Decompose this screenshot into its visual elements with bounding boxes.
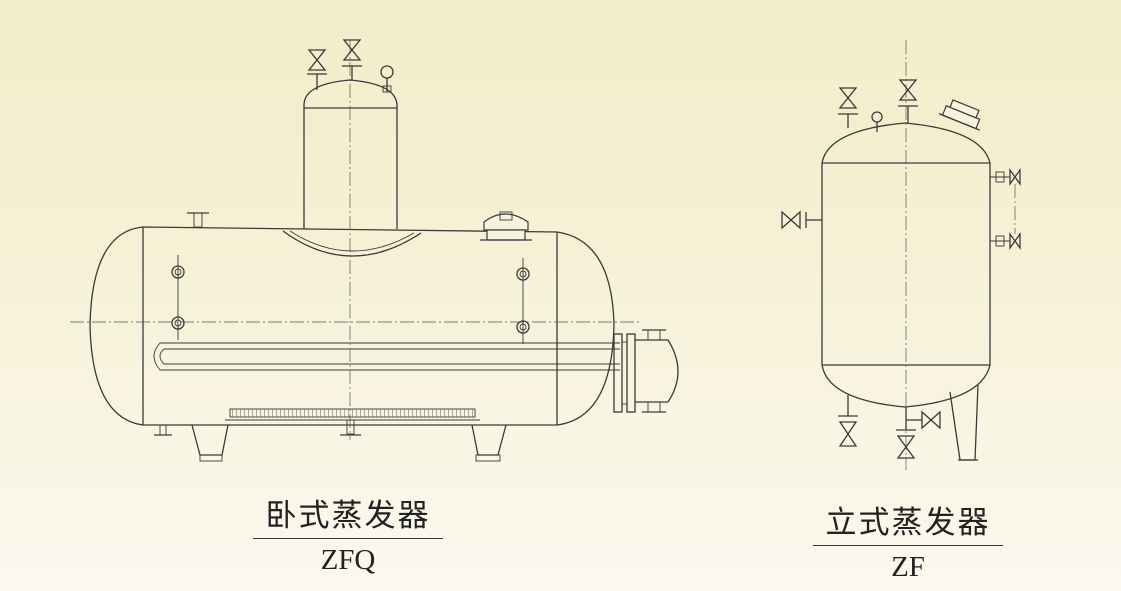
bottom-valve-left bbox=[838, 395, 858, 447]
bottom-nozzle-left bbox=[154, 424, 172, 436]
side-valve-left bbox=[781, 210, 822, 230]
support-leg bbox=[949, 384, 979, 461]
level-gauge bbox=[990, 167, 1021, 251]
vertical-evaporator-drawing bbox=[781, 40, 1021, 470]
tube-bundle bbox=[153, 342, 620, 371]
top-valve-left bbox=[838, 87, 858, 128]
channel-head bbox=[613, 329, 679, 413]
horizontal-evaporator-model: ZFQ bbox=[320, 544, 376, 576]
steam-dome bbox=[303, 79, 398, 229]
dome-valve-left bbox=[307, 49, 327, 90]
caption-divider bbox=[253, 538, 443, 539]
pressure-gauge bbox=[380, 65, 394, 93]
dome-valve-right bbox=[342, 39, 362, 80]
horizontal-shell bbox=[89, 226, 615, 426]
bottom-valve-center bbox=[896, 407, 941, 459]
caption-divider bbox=[813, 545, 1003, 546]
support-right bbox=[471, 424, 507, 462]
support-left bbox=[191, 424, 229, 462]
bottom-perforated-pipe bbox=[229, 408, 476, 418]
vertical-evaporator-model: ZF bbox=[891, 551, 925, 583]
vertical-evaporator-caption: 立式蒸发器 ZF bbox=[808, 503, 1008, 584]
top-manhole bbox=[938, 99, 981, 131]
manhole-cover bbox=[480, 211, 532, 241]
horizontal-evaporator-caption: 卧式蒸发器 ZFQ bbox=[248, 496, 448, 577]
bottom-nozzle-center bbox=[340, 419, 361, 436]
horizontal-evaporator-drawing bbox=[70, 39, 679, 462]
top-pressure-gauge bbox=[871, 111, 883, 132]
horizontal-evaporator-name: 卧式蒸发器 bbox=[265, 498, 431, 534]
vertical-evaporator-name: 立式蒸发器 bbox=[825, 505, 991, 541]
top-valve-center bbox=[898, 79, 918, 124]
top-nozzle bbox=[187, 212, 209, 228]
